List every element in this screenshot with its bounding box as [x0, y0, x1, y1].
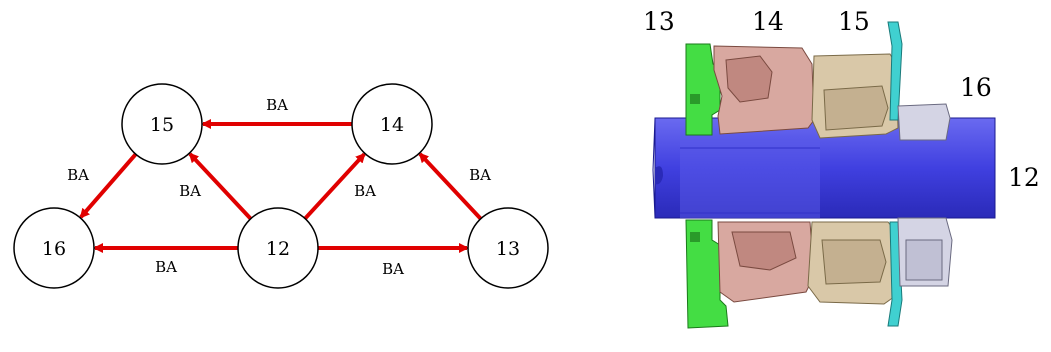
node-15	[121, 83, 203, 165]
edge-15-to-16	[79, 152, 138, 219]
edge-12-to-14	[303, 152, 366, 220]
part-label-13: 13	[643, 7, 675, 36]
part-label-15: 15	[838, 7, 870, 36]
node-label-13: 13	[496, 238, 520, 260]
node-label-14: 14	[380, 114, 404, 136]
graph-edge-labels: BA BA BA BA BA BA BA	[67, 96, 491, 278]
graph-nodes: 12 13 14 15 16	[13, 83, 549, 289]
part-label-14: 14	[752, 7, 784, 36]
edge-12-to-15	[188, 152, 253, 221]
node-16	[13, 207, 95, 289]
edge-label-13-to-14: BA	[469, 166, 491, 184]
edge-13-to-14	[418, 152, 483, 221]
graph-edges	[79, 119, 483, 253]
part-16-washer	[897, 103, 953, 287]
edge-label-12-to-13: BA	[382, 260, 404, 278]
node-12	[237, 207, 319, 289]
part-label-12: 12	[1008, 163, 1040, 192]
node-13	[467, 207, 549, 289]
node-label-12: 12	[266, 238, 290, 260]
part-13-washer	[685, 43, 729, 329]
node-14	[351, 83, 433, 165]
edge-label-12-to-15: BA	[179, 182, 201, 200]
part-label-16: 16	[960, 73, 992, 102]
precedence-graph: BA BA BA BA BA BA BA 12 13 14 15 16	[13, 83, 549, 289]
part-15-bearing	[807, 53, 899, 305]
edge-label-15-to-16: BA	[67, 166, 89, 184]
node-label-15: 15	[150, 114, 174, 136]
assembly-cross-section: 13 14 15 16 12	[643, 7, 1040, 329]
part-14-nut	[713, 45, 815, 303]
edge-label-12-to-14: BA	[354, 182, 376, 200]
edge-label-14-to-15: BA	[266, 96, 288, 114]
node-label-16: 16	[42, 238, 66, 260]
edge-label-12-to-16: BA	[155, 258, 177, 276]
